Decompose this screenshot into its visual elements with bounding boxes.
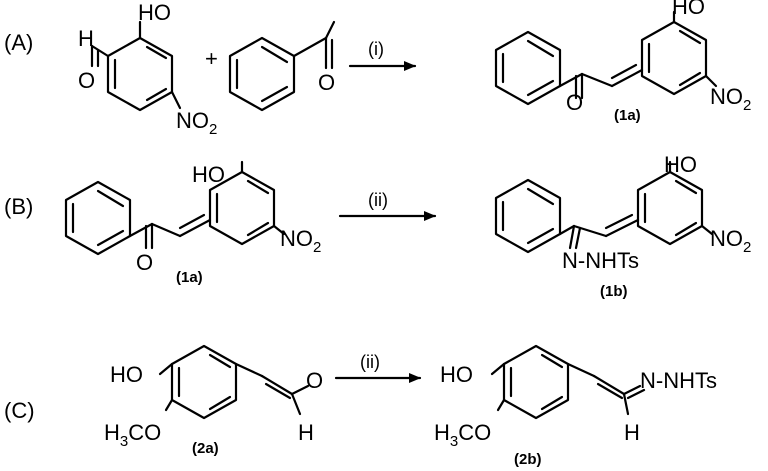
nitro-label-1a: NO2 [710, 84, 751, 114]
methoxy-label-2b: H3CO [434, 420, 491, 450]
hydroxyl-label-1a: HO [672, 0, 705, 19]
hydrazone-label-2b: N-NHTs [640, 368, 717, 393]
plus-sign: + [205, 46, 218, 71]
acetophenone-structure [228, 20, 336, 112]
hydroxyl-label-2b: HO [440, 362, 473, 387]
nitro-label-1b: NO2 [710, 226, 751, 256]
compound-label-1a-reactant: (1a) [176, 269, 203, 286]
label-A: (A) [4, 30, 33, 55]
chalcone-1a-structure [494, 10, 718, 106]
condition-ii-B: (ii) [368, 190, 388, 210]
aldehyde-h-label: H [78, 26, 94, 51]
ketone-o-label-1a: O [566, 90, 583, 115]
imine-h-label-2b: H [624, 420, 640, 445]
hydrazone-2b-structure [490, 344, 646, 420]
label-B: (B) [4, 194, 33, 219]
compound-label-1b: (1b) [600, 283, 628, 300]
hydrazone-label-1b: N-NHTs [562, 248, 639, 273]
chalcone-1a-reactant-structure [64, 160, 286, 256]
aldehyde-h-label-2a: H [298, 420, 314, 445]
condition-i: (i) [368, 39, 384, 59]
hydroxyl-label-2a: HO [110, 362, 143, 387]
salicylaldehyde-structure [90, 20, 182, 112]
aldehyde-o-label: O [78, 68, 95, 93]
hydrazone-1b-structure [494, 160, 714, 254]
coniferaldehyde-2a-structure [158, 344, 310, 420]
aldehyde-o-label-2a: O [306, 368, 323, 393]
compound-label-2a: (2a) [192, 440, 219, 457]
methoxy-label-2a: H3CO [104, 420, 161, 450]
label-C: (C) [4, 398, 35, 423]
ketone-o-label: O [318, 70, 335, 95]
hydroxyl-label: HO [138, 0, 171, 25]
nitro-label-1a-reactant: NO2 [280, 226, 321, 256]
hydroxyl-label-1b: HO [664, 152, 697, 177]
condition-ii-C: (ii) [360, 352, 380, 372]
hydroxyl-label-1a-reactant: HO [192, 162, 225, 187]
compound-label-2b: (2b) [514, 451, 542, 468]
nitro-label: NO2 [176, 108, 217, 138]
ketone-o-label-1a-reactant: O [136, 250, 153, 275]
compound-label-1a: (1a) [614, 107, 641, 124]
